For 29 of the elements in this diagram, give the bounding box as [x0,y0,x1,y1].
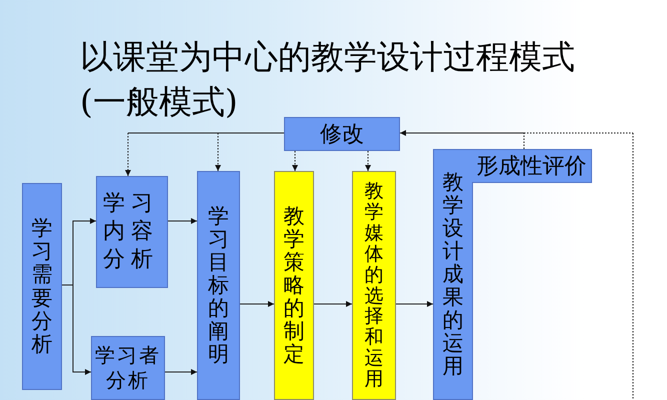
box-label: 教学设计成果的运用 [442,170,464,378]
box-label: 教学媒体的选择和运用 [364,181,384,390]
box-label: 教学策略的制定 [284,204,304,366]
arrow [365,150,371,172]
process-box [197,171,240,400]
arrow [164,369,198,375]
highlighted-process-box [352,171,396,400]
process-box [472,149,592,183]
arrow [168,218,198,224]
box-label: 学习者分析 [94,343,162,393]
process-box [433,149,473,400]
box-label: 修改 [320,121,364,149]
arrow [292,150,298,172]
box-label: 形成性评价 [476,153,586,181]
arrow [240,301,274,307]
highlighted-process-box [274,171,314,400]
arrow [314,301,352,307]
connector-line [524,132,634,400]
arrow [396,301,434,307]
box-label: 学习需要分析 [32,217,52,356]
process-box [284,117,400,151]
arrow [62,284,92,375]
arrow [215,132,284,172]
process-box [96,176,168,288]
box-label: 学习目标的阐明 [208,204,229,366]
process-box [22,183,62,390]
box-label: 学习内容分析 [103,190,160,274]
process-box [91,336,165,400]
title: 以课堂为中心的教学设计过程模式(一般模式) [80,36,576,123]
